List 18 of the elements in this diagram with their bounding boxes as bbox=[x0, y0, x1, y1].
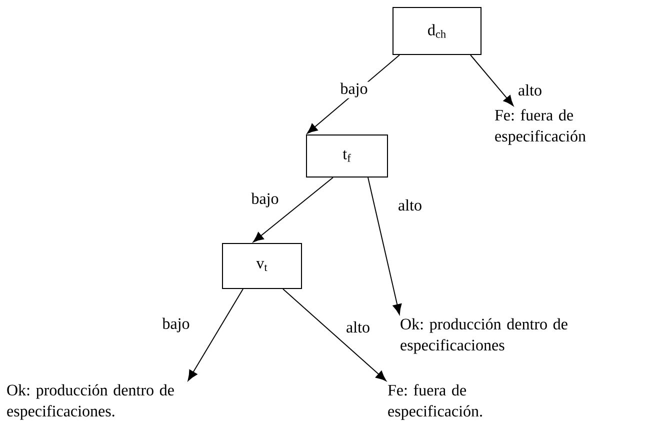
decision-box: v$_{t}$ bbox=[222, 243, 302, 289]
edge-label: bajo bbox=[250, 192, 280, 208]
arrow bbox=[470, 54, 514, 106]
outcome-text: Ok: producción dentro de especificaciones. bbox=[7, 384, 174, 420]
decision-box: t$_{f}$ bbox=[306, 134, 388, 178]
outcome-text: Fe: fuera de especificación bbox=[494, 109, 586, 145]
outcome-text: Fe: fuera de especificación. bbox=[388, 384, 482, 420]
arrow bbox=[368, 177, 402, 315]
arrow bbox=[252, 177, 334, 242]
edge-label: bajo bbox=[161, 316, 191, 334]
edge-label: alto bbox=[517, 83, 543, 97]
arrow bbox=[282, 288, 386, 382]
arrow bbox=[188, 288, 244, 381]
decision-box: d$_{ch}$ bbox=[392, 7, 482, 55]
edge-label: alto bbox=[345, 320, 371, 334]
edge-label: bajo bbox=[339, 82, 369, 98]
outcome-text: Ok: producción dentro de especificaciones bbox=[400, 318, 568, 354]
edge-label: alto bbox=[397, 198, 423, 212]
